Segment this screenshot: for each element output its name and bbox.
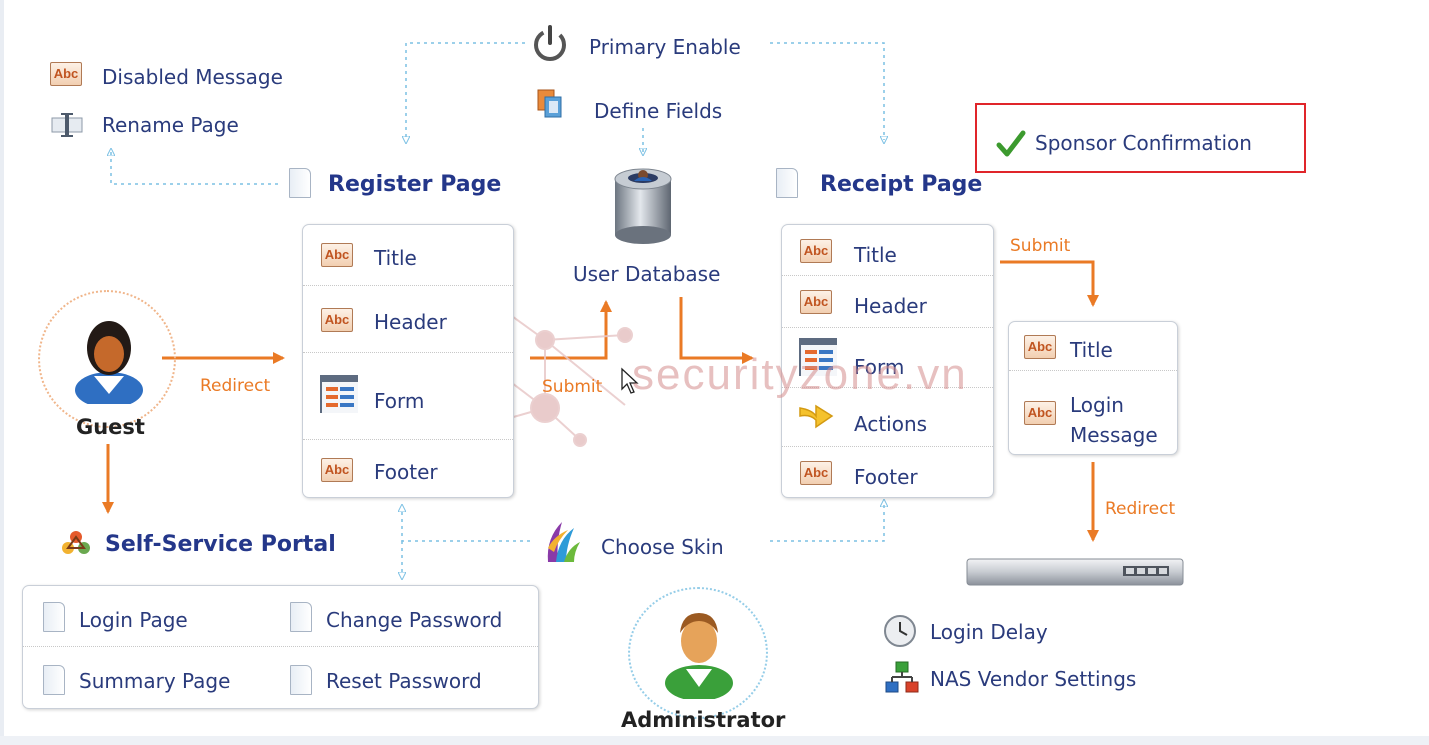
- receipt-page-doc-icon: [776, 168, 798, 198]
- self-service-row-1: Login Page Change Password: [23, 586, 538, 647]
- submit-label-middle: Submit: [542, 377, 603, 397]
- document-icon: [290, 602, 312, 632]
- form-icon: [320, 375, 358, 413]
- receipt-page-box: Abc Title Abc Header Form Actions Abc Fo…: [781, 224, 994, 498]
- server-icon: [966, 558, 1184, 586]
- document-icon: [43, 602, 65, 632]
- redirect-label-left: Redirect: [200, 376, 271, 396]
- login-message-label: Login Message: [1070, 393, 1158, 447]
- left-edge: [0, 0, 4, 745]
- abc-text-icon: Abc: [321, 243, 353, 267]
- self-service-title: Self-Service Portal: [105, 532, 336, 557]
- administrator-circle: [628, 587, 768, 719]
- choose-skin-label[interactable]: Choose Skin: [601, 535, 724, 559]
- abc-text-icon: Abc: [50, 62, 82, 86]
- mouse-cursor-icon: [621, 367, 639, 394]
- register-item-label: Title: [374, 246, 417, 270]
- clock-icon: [884, 615, 916, 647]
- register-item-form[interactable]: Form: [303, 353, 513, 440]
- receipt-item-header[interactable]: Abc Header: [782, 276, 993, 328]
- receipt-item-label: Header: [854, 294, 927, 318]
- register-item-label: Header: [374, 310, 447, 334]
- abc-text-icon: Abc: [800, 239, 832, 263]
- register-page-box: Abc Title Abc Header Form Abc Footer: [302, 224, 514, 498]
- summary-page-item[interactable]: Summary Page: [79, 669, 231, 693]
- register-item-footer[interactable]: Abc Footer: [303, 440, 513, 496]
- receipt-item-label: Title: [854, 243, 897, 267]
- receipt-item-title[interactable]: Abc Title: [782, 225, 993, 276]
- form-icon: [799, 338, 837, 376]
- self-service-box: Login Page Change Password Summary Page …: [22, 585, 539, 709]
- receipt-item-label: Actions: [854, 412, 928, 436]
- receipt-page-title: Receipt Page: [820, 172, 983, 197]
- administrator-user-icon: [665, 613, 733, 699]
- primary-enable-label[interactable]: Primary Enable: [589, 35, 741, 59]
- bottom-bar: [0, 736, 1429, 745]
- sponsor-confirmation-label[interactable]: Sponsor Confirmation: [1035, 131, 1252, 155]
- abc-text-icon: Abc: [1024, 335, 1056, 359]
- rename-icon: [51, 113, 83, 137]
- receipt-item-actions[interactable]: Actions: [782, 388, 993, 447]
- login-page-item[interactable]: Login Page: [79, 608, 188, 632]
- register-item-title[interactable]: Abc Title: [303, 225, 513, 286]
- power-icon: [534, 25, 566, 61]
- reset-password-item[interactable]: Reset Password: [326, 669, 482, 693]
- guest-label: Guest: [76, 415, 145, 439]
- nas-vendor-settings-label[interactable]: NAS Vendor Settings: [930, 667, 1137, 691]
- database-icon: [614, 168, 672, 244]
- login-delay-label[interactable]: Login Delay: [930, 620, 1048, 644]
- register-page-doc-icon: [289, 168, 311, 198]
- change-password-item[interactable]: Change Password: [326, 608, 503, 632]
- guest-circle: [38, 290, 176, 428]
- abc-text-icon: Abc: [800, 290, 832, 314]
- register-item-label: Form: [374, 389, 425, 413]
- login-box: Abc Title Abc Login Message: [1008, 321, 1178, 455]
- receipt-item-label: Form: [854, 355, 905, 379]
- redirect-label-right: Redirect: [1105, 499, 1176, 519]
- portal-icon: [62, 531, 90, 554]
- abc-text-icon: Abc: [321, 458, 353, 482]
- register-item-label: Footer: [374, 460, 438, 484]
- abc-text-icon: Abc: [321, 308, 353, 332]
- receipt-item-form[interactable]: Form: [782, 328, 993, 388]
- abc-text-icon: Abc: [1024, 401, 1056, 425]
- abc-text-icon: Abc: [800, 461, 832, 485]
- document-icon: [43, 665, 65, 695]
- login-item-message[interactable]: Abc Login Message: [1009, 371, 1177, 454]
- fields-icon: [537, 89, 562, 118]
- register-item-header[interactable]: Abc Header: [303, 286, 513, 353]
- arrow-right-icon: [799, 404, 834, 429]
- rename-page-label[interactable]: Rename Page: [102, 113, 239, 137]
- submit-label-right: Submit: [1010, 236, 1071, 256]
- checkmark-icon: [996, 130, 1026, 157]
- administrator-label: Administrator: [621, 708, 786, 732]
- register-page-title: Register Page: [328, 172, 502, 197]
- skin-palette-icon: [547, 522, 580, 562]
- receipt-item-footer[interactable]: Abc Footer: [782, 447, 993, 496]
- network-icon: [885, 661, 919, 693]
- document-icon: [290, 665, 312, 695]
- guest-user-icon: [75, 321, 143, 404]
- self-service-row-2: Summary Page Reset Password: [23, 647, 538, 708]
- login-title-label: Title: [1070, 338, 1113, 362]
- login-item-title[interactable]: Abc Title: [1009, 322, 1177, 371]
- watermark: securityzone.vn: [632, 350, 968, 399]
- receipt-item-label: Footer: [854, 465, 918, 489]
- define-fields-label[interactable]: Define Fields: [594, 99, 723, 123]
- user-database-label: User Database: [573, 262, 721, 286]
- disabled-message-label[interactable]: Disabled Message: [102, 65, 283, 89]
